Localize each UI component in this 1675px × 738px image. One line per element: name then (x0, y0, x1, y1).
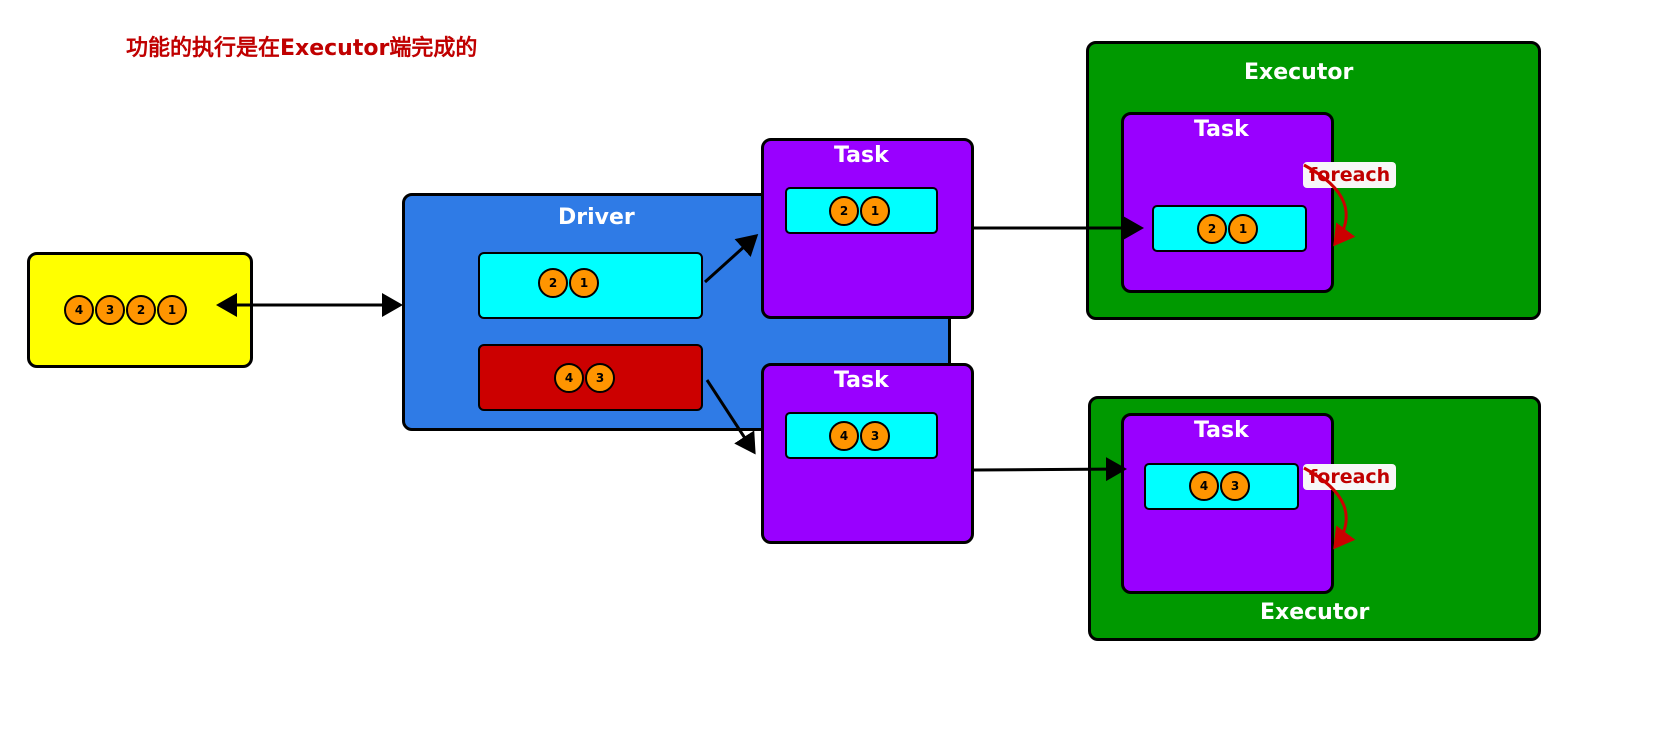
foreach-label-bottom: foreach (1303, 464, 1397, 490)
data-item: 1 (569, 268, 599, 298)
task-label-top: Task (834, 143, 889, 168)
driver-label: Driver (558, 205, 635, 230)
executor-bottom-task-label: Task (1194, 418, 1249, 443)
data-item: 1 (860, 196, 890, 226)
task-label-bottom: Task (834, 368, 889, 393)
data-item: 4 (829, 421, 859, 451)
data-item: 4 (554, 363, 584, 393)
data-item: 4 (1189, 471, 1219, 501)
executor-top-items: 2 1 (1197, 214, 1259, 244)
data-item: 2 (1197, 214, 1227, 244)
task-bottom-items: 4 3 (829, 421, 891, 451)
executor-top-task (1121, 112, 1334, 293)
data-item: 2 (126, 295, 156, 325)
page-title: 功能的执行是在Executor端完成的 (126, 36, 478, 61)
data-item: 1 (157, 295, 187, 325)
task-top-items: 2 1 (829, 196, 891, 226)
source-items: 4 3 2 1 (64, 295, 188, 325)
executor-bottom-data (1144, 463, 1299, 510)
executor-label-top: Executor (1244, 60, 1354, 85)
partition-2-items: 4 3 (554, 363, 616, 393)
data-item: 2 (538, 268, 568, 298)
executor-bottom-items: 4 3 (1189, 471, 1251, 501)
executor-label-bottom: Executor (1260, 600, 1370, 625)
data-item: 3 (860, 421, 890, 451)
data-item: 1 (1228, 214, 1258, 244)
data-item: 3 (1220, 471, 1250, 501)
foreach-label-top: foreach (1303, 162, 1397, 188)
partition-1-items: 2 1 (538, 268, 600, 298)
data-item: 4 (64, 295, 94, 325)
data-item: 3 (95, 295, 125, 325)
executor-top-task-label: Task (1194, 117, 1249, 142)
data-item: 2 (829, 196, 859, 226)
task-bottom-data (785, 412, 938, 459)
data-item: 3 (585, 363, 615, 393)
